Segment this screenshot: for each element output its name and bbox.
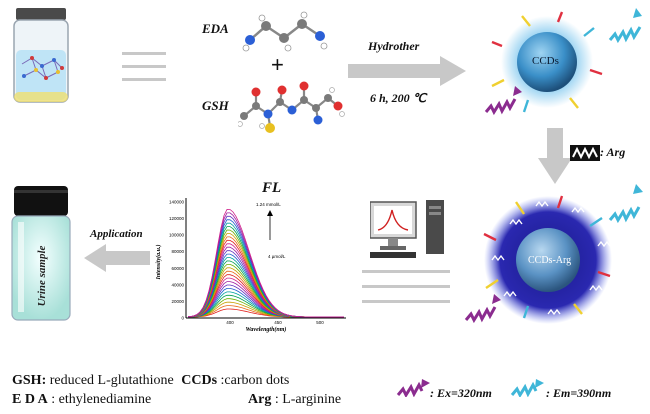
emission-wave-icon <box>510 379 544 397</box>
urine-sample-label: Urine sample <box>36 245 48 307</box>
arginine-wave-icon <box>570 145 600 161</box>
legend-ccds-value: :carbon dots <box>217 373 290 388</box>
spectrum-ytick: 100000 <box>169 233 185 238</box>
arg-step-label: : Arg <box>600 145 626 159</box>
equals-sign-left <box>122 52 166 82</box>
svg-text:1.24 mmol/L: 1.24 mmol/L <box>256 202 281 207</box>
legend-arg: Arg : L-arginine <box>248 390 341 410</box>
spectrum-ytick: 120000 <box>169 216 185 221</box>
legend-ccds-key: CCDs <box>181 373 218 388</box>
eda-molecule-icon <box>242 11 328 52</box>
legend-eda-key: E D A <box>12 392 48 407</box>
application-label: Application <box>90 228 143 240</box>
legend-gsh-value: reduced L-glutathione <box>46 373 174 388</box>
spectrum-xtick: 500 <box>316 320 324 325</box>
computer-icon <box>370 200 444 258</box>
legend-arg-value: : L-arginine <box>271 392 342 407</box>
application-arrow <box>84 244 150 272</box>
equals-sign-right <box>362 270 450 306</box>
reaction-vial-icon <box>13 8 69 103</box>
legend-eda-value: : ethylenediamine <box>47 392 152 407</box>
spectrum-ytick: 140000 <box>169 200 185 205</box>
ccds-arg-label: CCDs-Arg <box>528 255 572 266</box>
fl-spectrum-chart: Intensity(a.u.) 140000 120000 100000 80000 6… <box>155 198 346 333</box>
eda-label: EDA <box>202 21 229 36</box>
svg-text:4 µmol/L: 4 µmol/L <box>268 254 286 259</box>
spectrum-xtick: 400 <box>226 320 234 325</box>
spectrum-curve <box>187 208 344 318</box>
plus-sign: + <box>271 52 284 77</box>
legend-arg-key: Arg <box>248 392 272 407</box>
gsh-molecule-icon <box>238 81 345 133</box>
ccds-label: CCDs <box>532 55 559 67</box>
excitation-label: : Ex=320nm <box>430 386 492 400</box>
gsh-label: GSH <box>202 98 229 113</box>
conditions-label: 6 h, 200 ℃ <box>370 91 427 105</box>
hydrothermal-arrow <box>348 56 466 86</box>
spectrum-ytick: 40000 <box>171 282 184 287</box>
method-label: Hydrother <box>368 39 420 53</box>
emission-label: : Em=390nm <box>546 386 612 400</box>
legend-gsh-ccds: GSH: reduced L-glutathione CCDs :carbon … <box>12 371 289 391</box>
spectrum-ytick: 0 <box>181 316 184 321</box>
legend-eda: E D A : ethylenediamine <box>12 390 151 410</box>
legend-gsh-key: GSH: <box>12 373 47 388</box>
ccds-arg-sphere-icon <box>464 184 643 324</box>
urine-sample-bottle-icon <box>11 186 71 321</box>
spectrum-xtick: 450 <box>274 320 282 325</box>
arg-addition-arrow <box>538 128 572 184</box>
svg-text:Wavelength(nm): Wavelength(nm) <box>246 326 287 333</box>
spectrum-ytick: 60000 <box>171 266 184 271</box>
excitation-wave-icon <box>396 379 430 397</box>
ccds-sphere-icon <box>484 8 642 116</box>
spectrum-ytick: 20000 <box>171 299 184 304</box>
fl-title: FL <box>262 180 282 196</box>
spectrum-ytick: 80000 <box>171 249 184 254</box>
spectrum-ylabel: Intensity(a.u.) <box>155 244 162 280</box>
